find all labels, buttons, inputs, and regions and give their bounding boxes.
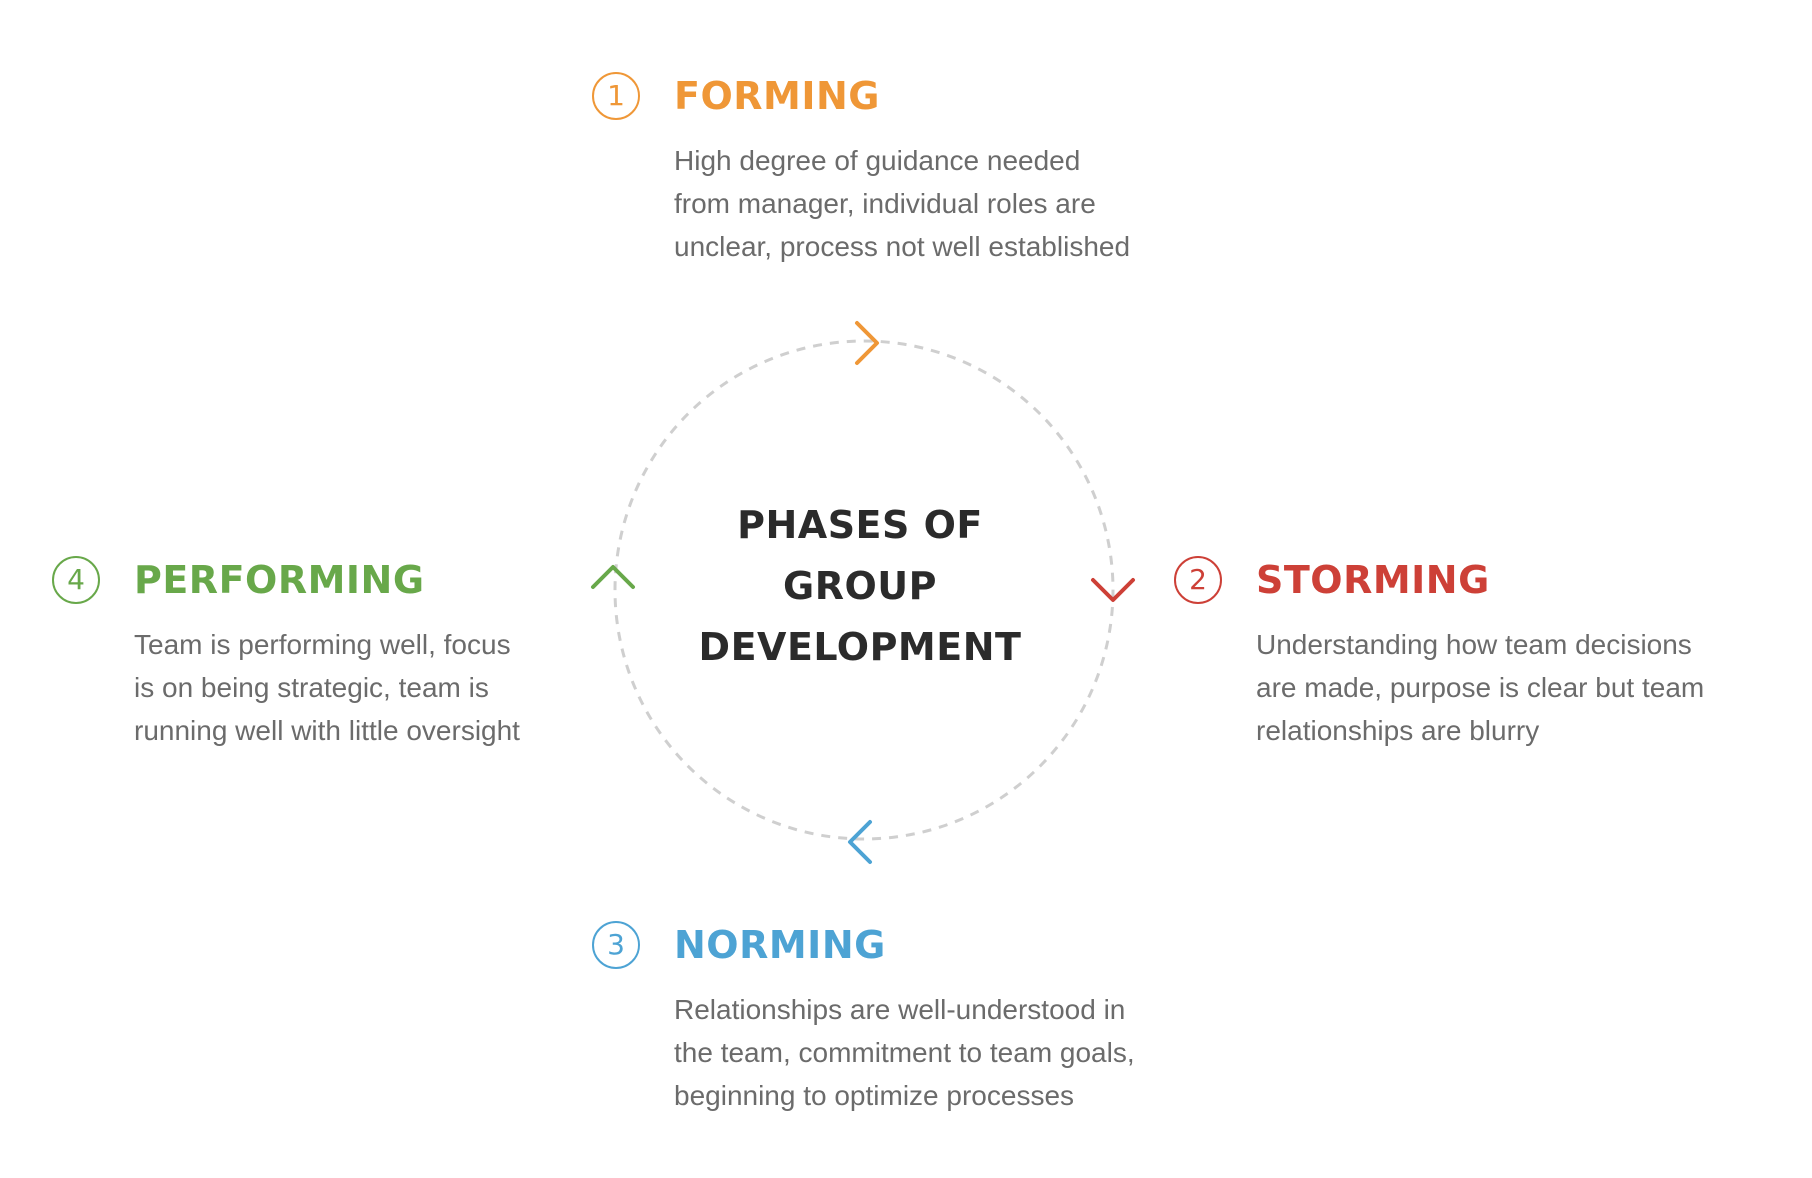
description-line: is on being strategic, team is xyxy=(134,672,489,703)
center-title-line: PHASES OF xyxy=(737,503,983,547)
description-line: Relationships are well-understood in xyxy=(674,994,1126,1025)
chevron-up-icon xyxy=(591,565,635,589)
phase-title: STORMING xyxy=(1256,558,1490,602)
center-title-line: DEVELOPMENT xyxy=(698,625,1022,669)
description-line: High degree of guidance needed xyxy=(674,145,1081,176)
phase-description: High degree of guidance needed from mana… xyxy=(674,139,1130,268)
phase-title: PERFORMING xyxy=(134,558,425,602)
center-title-line: GROUP xyxy=(783,564,937,608)
phase-number-badge: 4 xyxy=(52,556,100,604)
description-line: the team, commitment to team goals, xyxy=(674,1037,1135,1068)
phase-number-badge: 3 xyxy=(592,921,640,969)
description-line: from manager, individual roles are xyxy=(674,188,1096,219)
phase-number-badge: 2 xyxy=(1174,556,1222,604)
description-line: unclear, process not well established xyxy=(674,231,1131,262)
phase-description: Team is performing well, focus is on bei… xyxy=(134,623,520,752)
dashed-cycle-circle xyxy=(613,339,1115,841)
description-line: Team is performing well, focus xyxy=(134,629,511,660)
phase-title: FORMING xyxy=(674,74,880,118)
description-line: relationships are blurry xyxy=(1256,715,1540,746)
chevron-down-icon xyxy=(1091,578,1135,602)
phase-description: Relationships are well-understood in the… xyxy=(674,988,1135,1117)
description-line: are made, purpose is clear but team xyxy=(1256,672,1705,703)
phase-description: Understanding how team decisions are mad… xyxy=(1256,623,1704,752)
description-line: Understanding how team decisions xyxy=(1256,629,1692,660)
center-title: PHASES OF GROUP DEVELOPMENT xyxy=(660,495,1060,678)
description-line: beginning to optimize processes xyxy=(674,1080,1075,1111)
phase-title: NORMING xyxy=(674,923,886,967)
chevron-left-icon xyxy=(848,820,872,864)
chevron-right-icon xyxy=(855,321,879,365)
description-line: running well with little oversight xyxy=(134,715,520,746)
phase-number-badge: 1 xyxy=(592,72,640,120)
